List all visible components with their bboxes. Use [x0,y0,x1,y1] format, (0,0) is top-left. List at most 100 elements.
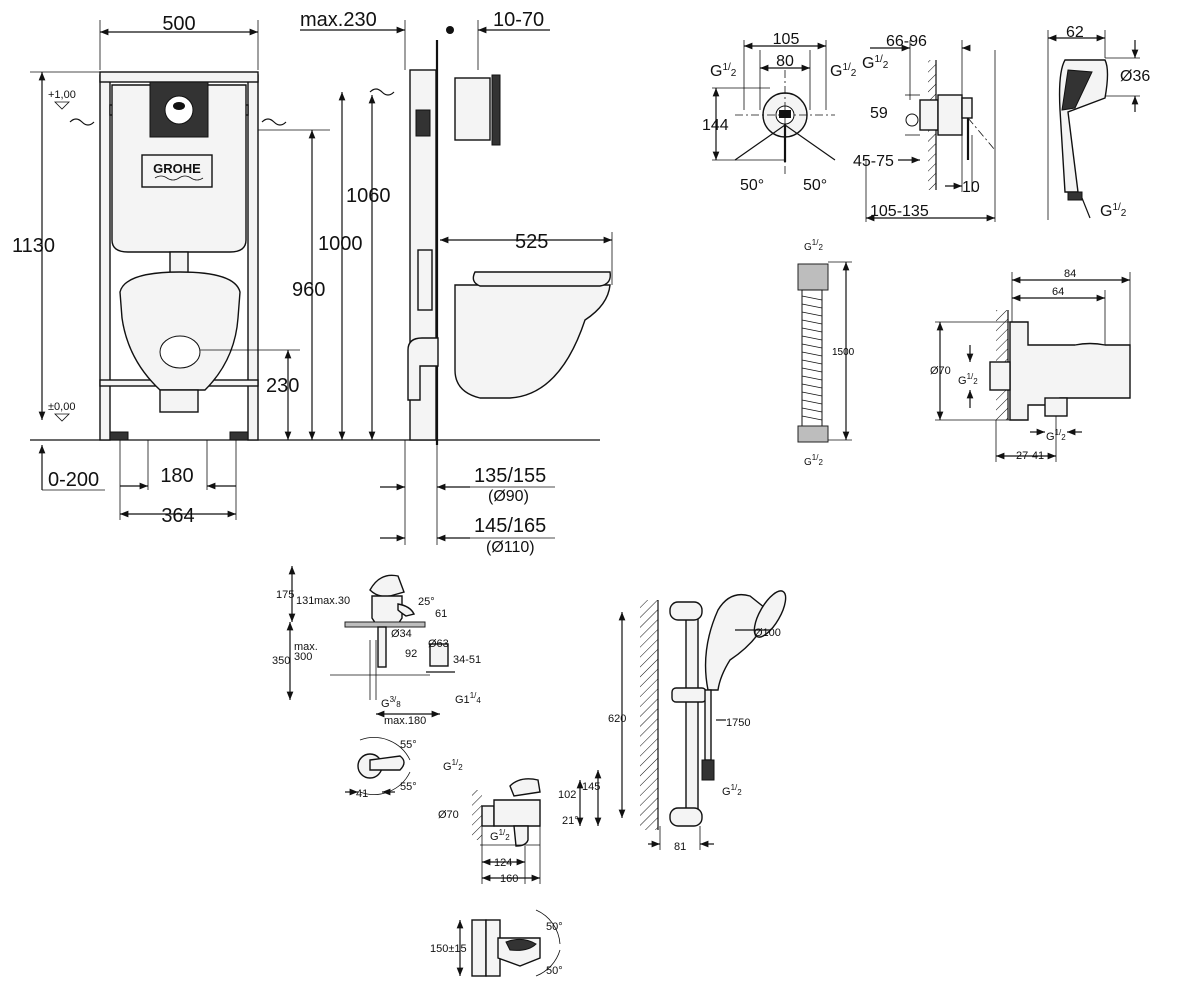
bath-mixer-lever [509,778,541,797]
dim-1060: 1060 [346,185,391,207]
dim-45-75: 45-75 [853,153,894,170]
dim-350: 350 [272,655,290,667]
dim-145: 145 [582,781,600,793]
dim-max-230: max.230 [300,9,377,31]
dim-59: 59 [870,105,888,122]
thread-outlet-2: G1/2 [1046,428,1066,443]
basin-mixer-spout [397,603,416,617]
dim-525: 525 [515,231,548,253]
hand-spray-connector [1067,191,1083,201]
dim-hose-1500: 1500 [832,347,855,358]
hand-shower-head [753,590,787,638]
dim-27-41: 27-41 [1016,450,1044,462]
rail-slider [671,687,707,703]
bath-spout [513,825,529,847]
flush-plate-side [491,74,501,146]
water-drop-icon [446,26,454,34]
angle-25: 25° [418,596,435,608]
dim-max300-a: max. [294,641,318,653]
supply-right-icon [261,118,287,126]
dim-pipe-135-155: 135/155 [474,465,546,487]
dim-160: 160 [500,873,518,885]
dim-364: 364 [161,505,194,527]
wc-frame-side-view: max.230 10-70 525 135/155 (Ø90) 145/165 … [300,9,613,556]
dim-bath-d70: Ø70 [438,809,459,821]
thread-g114: G11/4 [455,691,481,706]
dim-80: 80 [776,53,794,70]
wall-outlet-thread [989,361,1011,391]
angle-50-bottom: 50° [546,965,563,977]
frame-foot-right [229,431,249,441]
dim-max30: max.30 [314,595,350,607]
dim-d100: Ø100 [754,627,781,639]
basin-shank [377,626,387,668]
dim-width: 500 [162,13,195,35]
dim-1750: 1750 [726,717,750,729]
dim-max180: max.180 [384,715,426,727]
logo-wave [154,175,204,181]
angle-55-bottom: 55° [400,781,417,793]
bowl-foot [159,389,199,413]
hand-shower [704,593,771,691]
thread-g38: G3/8 [381,695,401,710]
bath-mixer: 102 145 21° Ø70 G1/2 G1/2 124 160 50° 50… [430,758,602,977]
thread-side: G1/2 [862,54,889,72]
dim-150-15: 150±15 [430,943,467,955]
thread-right: G1/2 [830,62,857,80]
valve-box [415,109,431,137]
thread-left: G1/2 [710,62,737,80]
hose-body [801,289,823,427]
dim-81: 81 [674,841,686,853]
level-top: +1,00 [48,89,76,101]
valve-outlet-side [905,113,919,127]
hand-spray: 62 Ø36 G1/2 [1047,24,1150,220]
wc-frame-front-view: GROHE 500 1130 +1,00 ±0,00 960 1000 [12,13,395,527]
dim-10: 10 [962,179,980,196]
dim-height-1130: 1130 [12,235,55,257]
frame-side-bracket [417,249,433,311]
bath-mixer-body [493,799,541,827]
dim-62: 62 [1066,24,1084,41]
level-zero: ±0,00 [48,401,75,413]
dim-180: 180 [160,465,193,487]
wc-seat-side [472,271,611,287]
dim-102: 102 [558,789,576,801]
wall-hatch-4 [640,600,658,830]
dim-64: 64 [1052,286,1064,298]
valve-rosette-side [937,94,963,136]
dim-131: 131 [296,595,314,607]
dim-10-70: 10-70 [493,9,544,31]
dim-960: 960 [292,279,325,301]
flush-button-small [173,102,185,110]
thread-hose-bottom: G1/2 [804,453,823,468]
supply-left-icon [69,118,95,126]
bowl-outlet [159,335,201,369]
dim-max300-b: 300 [294,651,312,663]
dim-d70: Ø70 [930,365,951,377]
dim-105: 105 [773,31,800,48]
dim-124: 124 [494,857,512,869]
dim-pipe-d90: (Ø90) [488,488,529,505]
basin-mixer: 175 131 max.30 25° 61 Ø34 Ø63 92 34-51 m… [272,566,481,800]
brand-logo: GROHE [153,161,201,176]
thread-rail: G1/2 [722,783,742,798]
dim-1000: 1000 [318,233,363,255]
wall-outlet-body [1009,321,1131,421]
logo-plate [141,154,213,188]
wall-outlet-nipple [1044,397,1068,417]
dim-92: 92 [405,648,417,660]
dim-34-51: 34-51 [453,654,481,666]
angle-55-top: 55° [400,739,417,751]
dim-d63: Ø63 [428,638,449,650]
shower-valve-side-view: G1/2 66-96 59 45-75 10 105-135 [853,33,996,222]
basin-top [344,621,426,628]
dim-61: 61 [435,608,447,620]
drain-elbow [407,337,439,401]
dim-144: 144 [702,117,729,134]
wall-outlet-elbow: 84 64 Ø70 G1/2 G1/2 27-41 [930,268,1131,462]
dim-d36: Ø36 [1120,68,1150,85]
frame-foot-left [109,431,129,441]
dim-pipe-145-165: 145/165 [474,515,546,537]
valve-body [919,99,939,131]
